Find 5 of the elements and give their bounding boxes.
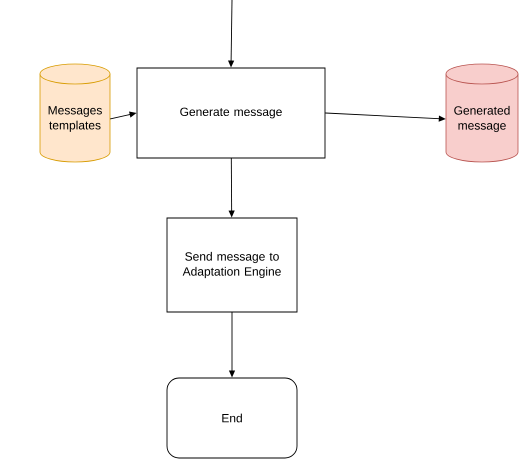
process-box: Send message to Adaptation Engine — [166, 218, 298, 312]
process-box: Generate message — [136, 68, 326, 158]
terminal-box: End — [166, 378, 298, 458]
database-cylinder: Messages templates — [40, 64, 110, 162]
database-cylinder: Generated message — [446, 64, 518, 162]
